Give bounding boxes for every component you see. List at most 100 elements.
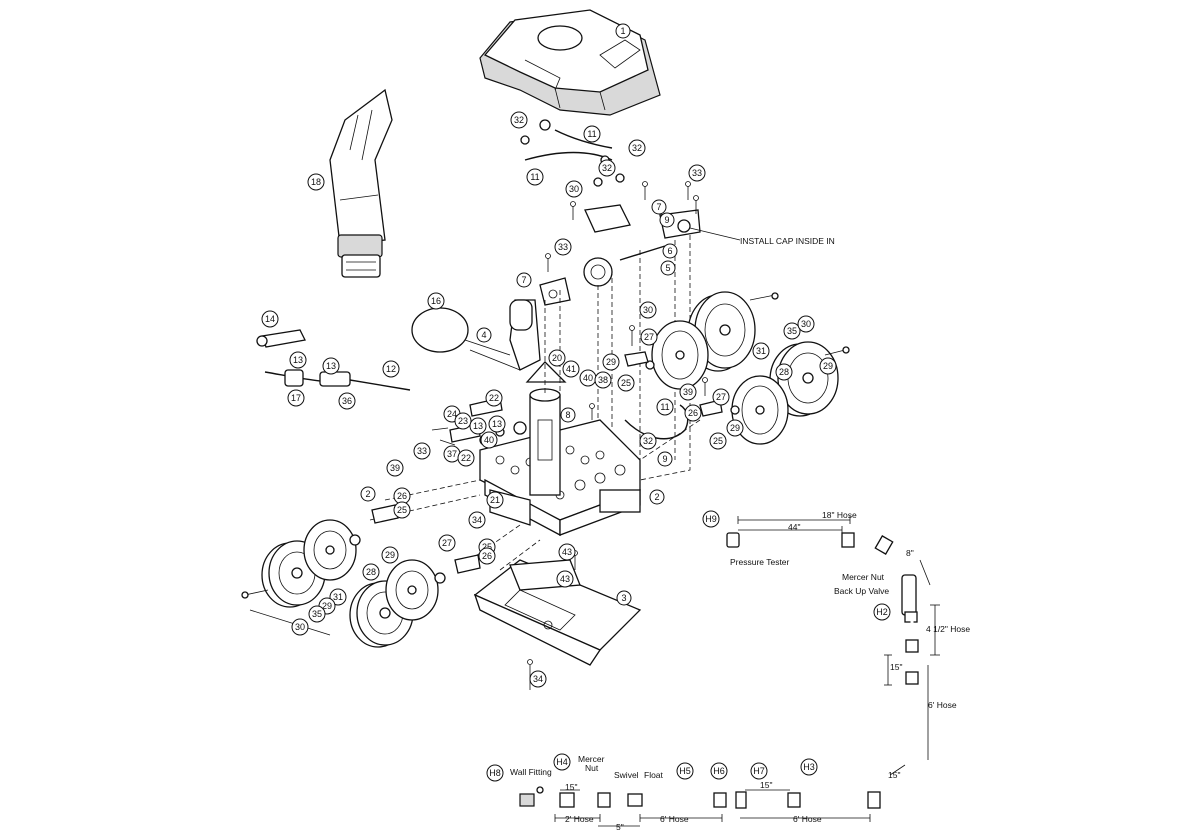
callout-28: 28 bbox=[775, 363, 793, 381]
callout-6: 6 bbox=[662, 243, 678, 259]
callout-22: 22 bbox=[485, 389, 503, 407]
callout-label: 39 bbox=[683, 387, 693, 397]
callout-12: 12 bbox=[382, 360, 400, 378]
callout-35: 35 bbox=[308, 605, 326, 623]
bottom-plate bbox=[473, 559, 642, 666]
callout-label: 4 bbox=[481, 330, 486, 340]
callout-label: 30 bbox=[643, 305, 653, 315]
callout-28: 28 bbox=[362, 563, 380, 581]
callout-label: 25 bbox=[713, 436, 723, 446]
callout-41: 41 bbox=[562, 360, 580, 378]
callout-33: 33 bbox=[413, 442, 431, 460]
callout-label: 7 bbox=[521, 275, 526, 285]
callout-39: 39 bbox=[679, 383, 697, 401]
callout-label: H2 bbox=[876, 607, 888, 617]
callout-label: 40 bbox=[583, 373, 593, 383]
float-ball bbox=[411, 307, 511, 356]
callout-label: 26 bbox=[397, 491, 407, 501]
callout-label: 37 bbox=[447, 449, 457, 459]
callout-label: H9 bbox=[705, 514, 717, 524]
callout-label: 35 bbox=[787, 326, 797, 336]
callout-label: 5 bbox=[665, 263, 670, 273]
callout-16: 16 bbox=[427, 292, 445, 310]
note-back-up-valve: Back Up Valve bbox=[834, 586, 889, 596]
dim-15-d: 15" bbox=[760, 780, 772, 790]
callout-label: 22 bbox=[461, 453, 471, 463]
callout-label: 27 bbox=[644, 332, 654, 342]
callout-13: 13 bbox=[488, 415, 506, 433]
dim-6-hose-vert: 6' Hose bbox=[928, 700, 957, 710]
callout-label: 29 bbox=[322, 601, 332, 611]
callout-label: 29 bbox=[823, 361, 833, 371]
left-wheels bbox=[241, 504, 481, 648]
callout-13: 13 bbox=[469, 417, 487, 435]
debris-bag bbox=[329, 88, 393, 278]
dim-44: 44" bbox=[788, 522, 800, 532]
callout-label: 31 bbox=[756, 346, 766, 356]
callout-39: 39 bbox=[386, 459, 404, 477]
callout-11: 11 bbox=[526, 168, 544, 186]
callout-11: 11 bbox=[583, 125, 601, 143]
callout-label: 28 bbox=[779, 367, 789, 377]
hose-layout bbox=[519, 516, 940, 827]
callout-label: 3 bbox=[621, 593, 626, 603]
dim-8: 8" bbox=[906, 548, 914, 558]
callout-8: 8 bbox=[560, 407, 576, 423]
callout-43: 43 bbox=[558, 543, 576, 561]
callout-label: 18 bbox=[311, 177, 321, 187]
top-cover bbox=[479, 9, 661, 116]
callout-14: 14 bbox=[261, 310, 279, 328]
callout-label: 31 bbox=[333, 592, 343, 602]
callout-label: 12 bbox=[386, 364, 396, 374]
callout-9: 9 bbox=[657, 451, 673, 467]
callout-26: 26 bbox=[684, 404, 702, 422]
callout-h7: H7 bbox=[750, 762, 768, 780]
callout-40: 40 bbox=[579, 369, 597, 387]
callout-label: 27 bbox=[716, 392, 726, 402]
callout-label: 13 bbox=[473, 421, 483, 431]
callout-29: 29 bbox=[602, 353, 620, 371]
callout-label: 32 bbox=[632, 143, 642, 153]
callout-label: 9 bbox=[662, 454, 667, 464]
callout-label: 34 bbox=[533, 674, 543, 684]
callout-label: 34 bbox=[472, 515, 482, 525]
callout-label: 6 bbox=[667, 246, 672, 256]
callout-label: 25 bbox=[397, 505, 407, 515]
dim-6-hose-b: 6' Hose bbox=[793, 814, 822, 824]
callout-4: 4 bbox=[476, 327, 492, 343]
callout-label: 30 bbox=[801, 319, 811, 329]
callout-label: 13 bbox=[326, 361, 336, 371]
callout-36: 36 bbox=[338, 392, 356, 410]
callout-11: 11 bbox=[656, 398, 674, 416]
note-swivel: Swivel bbox=[614, 770, 639, 780]
callout-27: 27 bbox=[640, 328, 658, 346]
callout-label: 32 bbox=[514, 115, 524, 125]
callout-27: 27 bbox=[438, 534, 456, 552]
note-install-cap: INSTALL CAP INSIDE IN bbox=[740, 236, 835, 246]
callout-22: 22 bbox=[457, 449, 475, 467]
callout-31: 31 bbox=[752, 342, 770, 360]
callout-29: 29 bbox=[381, 546, 399, 564]
callout-27: 27 bbox=[712, 388, 730, 406]
callout-32: 32 bbox=[639, 432, 657, 450]
dim-15-c: 15" bbox=[565, 782, 577, 792]
callout-7: 7 bbox=[651, 199, 667, 215]
callout-label: 33 bbox=[417, 446, 427, 456]
dim-15-a: 15" bbox=[890, 662, 902, 672]
note-mercer-bottom: Mercer bbox=[578, 754, 605, 764]
callout-label: 20 bbox=[552, 353, 562, 363]
callout-label: H4 bbox=[556, 757, 568, 767]
callout-label: 2 bbox=[365, 489, 370, 499]
callout-2: 2 bbox=[649, 489, 665, 505]
callout-38: 38 bbox=[594, 371, 612, 389]
dim-2-hose: 2' Hose bbox=[565, 814, 594, 824]
chassis bbox=[479, 299, 641, 537]
callout-label: H5 bbox=[679, 766, 691, 776]
callout-label: 23 bbox=[458, 416, 468, 426]
callout-30: 30 bbox=[291, 618, 309, 636]
callout-h9: H9 bbox=[702, 510, 720, 528]
callout-3: 3 bbox=[616, 590, 632, 606]
callout-31: 31 bbox=[329, 588, 347, 606]
